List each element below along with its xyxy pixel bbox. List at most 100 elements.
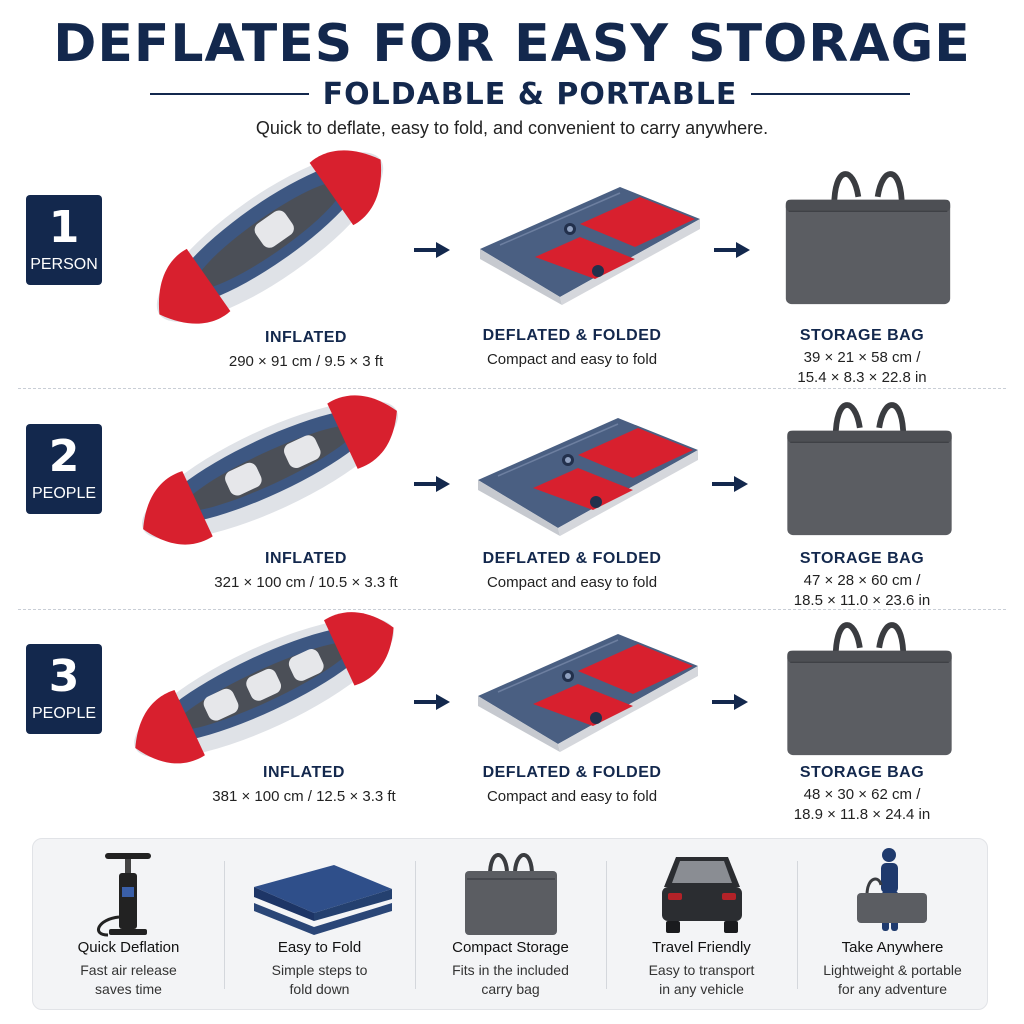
inflated-size: 321 × 100 cm / 10.5 × 3.3 ft bbox=[214, 574, 398, 591]
kayak-row-1: 1 PERSON INFLATED 290 × 91 cm / 9.5 × 3 … bbox=[0, 150, 1024, 390]
subtitle-rule-left bbox=[150, 93, 309, 95]
inflated-size: 381 × 100 cm / 12.5 × 3.3 ft bbox=[212, 788, 396, 805]
feature-desc: Easy to transport in any vehicle bbox=[621, 961, 782, 999]
inflated-caption: INFLATED 321 × 100 cm / 10.5 × 3.3 ft bbox=[186, 550, 426, 593]
subtitle-rule-right bbox=[751, 93, 910, 95]
bag-size-in: 15.4 × 8.3 × 22.8 in bbox=[797, 369, 927, 386]
row-divider bbox=[18, 609, 1006, 610]
kayak-row-2: 2 PEOPLE INFLATED 321 × 100 cm / 10.5 × … bbox=[0, 390, 1024, 610]
kayak-1-folded-image bbox=[470, 179, 700, 309]
badge-label: PEOPLE bbox=[31, 485, 97, 502]
feature-desc-line2: fold down bbox=[289, 981, 350, 997]
bag-caption: STORAGE BAG 39 × 21 × 58 cm / 15.4 × 8.3… bbox=[742, 327, 982, 388]
inflated-title: INFLATED bbox=[265, 329, 347, 346]
feature-desc-line1: Fast air release bbox=[80, 962, 177, 978]
hand-pump-icon bbox=[96, 853, 151, 937]
inflated-caption: INFLATED 290 × 91 cm / 9.5 × 3 ft bbox=[186, 329, 426, 372]
capacity-badge: 1 PERSON bbox=[26, 195, 102, 285]
badge-label: PERSON bbox=[30, 256, 98, 273]
person-carrying-bag-icon bbox=[857, 848, 927, 931]
page-title: DEFLATES FOR EASY STORAGE bbox=[53, 14, 971, 74]
kayak-row-3: 3 PEOPLE INFLATED 381 × 100 cm / 12.5 × … bbox=[0, 610, 1024, 830]
badge-number: 1 bbox=[48, 202, 80, 253]
bag-title: STORAGE BAG bbox=[799, 550, 925, 567]
inflated-size: 290 × 91 cm / 9.5 × 3 ft bbox=[228, 353, 384, 370]
feature-title: Travel Friendly bbox=[652, 939, 751, 956]
feature-take-anywhere: Take Anywhere Lightweight & portable for… bbox=[797, 839, 988, 1011]
inflated-title: INFLATED bbox=[263, 764, 345, 781]
feature-desc-line1: Lightweight & portable bbox=[823, 962, 962, 978]
folded-title: DEFLATED & FOLDED bbox=[482, 327, 662, 344]
bag-caption: STORAGE BAG 47 × 28 × 60 cm / 18.5 × 11.… bbox=[742, 550, 982, 611]
feature-desc-line2: saves time bbox=[95, 981, 162, 997]
car-trunk-icon bbox=[662, 857, 742, 933]
feature-separator bbox=[415, 861, 416, 989]
feature-separator bbox=[224, 861, 225, 989]
feature-quick-deflation: Quick Deflation Fast air release saves t… bbox=[33, 839, 224, 1011]
feature-desc-line1: Fits in the included bbox=[452, 962, 569, 978]
bag-size-cm: 47 × 28 × 60 cm / bbox=[803, 572, 921, 589]
arrow-right-icon bbox=[414, 694, 450, 710]
feature-title: Quick Deflation bbox=[77, 939, 180, 956]
feature-desc: Lightweight & portable for any adventure bbox=[812, 961, 973, 999]
badge-label: PEOPLE bbox=[31, 705, 97, 722]
storage-bag-3-image bbox=[782, 614, 957, 759]
inflated-caption: INFLATED 381 × 100 cm / 12.5 × 3.3 ft bbox=[184, 764, 424, 807]
feature-travel-friendly: Travel Friendly Easy to transport in any… bbox=[606, 839, 797, 1011]
kayak-1-inflated-image bbox=[156, 150, 384, 324]
feature-desc: Fits in the included carry bag bbox=[430, 961, 591, 999]
feature-desc-line1: Easy to transport bbox=[648, 962, 755, 978]
arrow-right-icon bbox=[414, 476, 450, 492]
bag-title: STORAGE BAG bbox=[799, 764, 925, 781]
capacity-badge: 2 PEOPLE bbox=[26, 424, 102, 514]
feature-separator bbox=[797, 861, 798, 989]
folded-desc: Compact and easy to fold bbox=[486, 351, 658, 368]
badge-number: 2 bbox=[48, 431, 80, 482]
inflated-title: INFLATED bbox=[265, 550, 347, 567]
bag-size-in: 18.5 × 11.0 × 23.6 in bbox=[793, 592, 931, 609]
features-panel: Quick Deflation Fast air release saves t… bbox=[32, 838, 988, 1010]
kayak-2-folded-image bbox=[468, 410, 698, 540]
bag-size-cm: 48 × 30 × 62 cm / bbox=[803, 786, 921, 803]
folded-kayak-icon bbox=[254, 865, 392, 935]
feature-separator bbox=[606, 861, 607, 989]
bag-size-cm: 39 × 21 × 58 cm / bbox=[803, 349, 921, 366]
folded-caption: DEFLATED & FOLDED Compact and easy to fo… bbox=[452, 764, 692, 807]
feature-title: Easy to Fold bbox=[277, 939, 362, 956]
folded-caption: DEFLATED & FOLDED Compact and easy to fo… bbox=[452, 550, 692, 593]
feature-compact-storage: Compact Storage Fits in the included car… bbox=[415, 839, 606, 1011]
feature-desc-line2: carry bag bbox=[481, 981, 540, 997]
bag-caption: STORAGE BAG 48 × 30 × 62 cm / 18.9 × 11.… bbox=[742, 764, 982, 825]
arrow-right-icon bbox=[712, 476, 748, 492]
row-divider bbox=[18, 388, 1006, 389]
bag-size-in: 18.9 × 11.8 × 24.4 in bbox=[793, 806, 931, 823]
folded-title: DEFLATED & FOLDED bbox=[482, 550, 662, 567]
feature-desc-line2: in any vehicle bbox=[659, 981, 744, 997]
storage-bag-1-image bbox=[778, 163, 958, 308]
arrow-right-icon bbox=[712, 694, 748, 710]
feature-desc-line2: for any adventure bbox=[838, 981, 947, 997]
capacity-badge: 3 PEOPLE bbox=[26, 644, 102, 734]
tagline: Quick to deflate, easy to fold, and conv… bbox=[255, 118, 769, 138]
feature-title: Take Anywhere bbox=[841, 939, 944, 956]
page-subtitle: FOLDABLE & PORTABLE bbox=[322, 76, 738, 112]
arrow-right-icon bbox=[414, 242, 450, 258]
feature-easy-to-fold: Easy to Fold Simple steps to fold down bbox=[224, 839, 415, 1011]
feature-desc: Simple steps to fold down bbox=[239, 961, 400, 999]
feature-title: Compact Storage bbox=[452, 939, 569, 956]
storage-bag-2-image bbox=[782, 394, 957, 539]
carry-bag-icon bbox=[465, 853, 557, 935]
folded-desc: Compact and easy to fold bbox=[486, 574, 658, 591]
kayak-3-inflated-image bbox=[134, 612, 394, 764]
kayak-2-inflated-image bbox=[141, 395, 399, 545]
folded-title: DEFLATED & FOLDED bbox=[482, 764, 662, 781]
arrow-right-icon bbox=[714, 242, 750, 258]
bag-title: STORAGE BAG bbox=[799, 327, 925, 344]
feature-desc: Fast air release saves time bbox=[48, 961, 209, 999]
folded-caption: DEFLATED & FOLDED Compact and easy to fo… bbox=[452, 327, 692, 370]
folded-desc: Compact and easy to fold bbox=[486, 788, 658, 805]
subtitle-row: FOLDABLE & PORTABLE bbox=[150, 74, 910, 114]
kayak-3-folded-image bbox=[468, 626, 698, 756]
badge-number: 3 bbox=[48, 651, 80, 702]
feature-desc-line1: Simple steps to bbox=[271, 962, 368, 978]
